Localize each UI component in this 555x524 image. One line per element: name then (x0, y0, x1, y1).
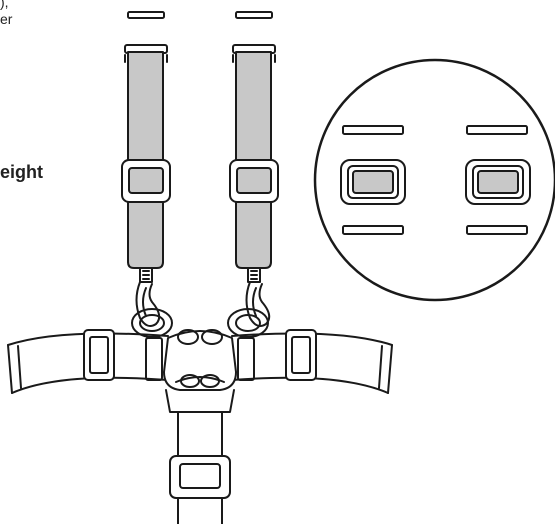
slide-adjuster-icon (83, 329, 115, 381)
text-fragment-top: ), (0, 0, 9, 10)
slot-icon (466, 125, 528, 135)
left-waist-strap (7, 329, 169, 394)
weight-heading-fragment: eight (0, 162, 43, 182)
left-strap-webbing (127, 51, 164, 263)
detail-zoom-circle (313, 58, 555, 302)
slot-icon (466, 225, 528, 235)
slide-adjuster-icon (465, 159, 531, 205)
strap-end-loop (235, 249, 272, 269)
hook-icon (245, 281, 271, 327)
strap-end-loop (127, 249, 164, 269)
right-strap-webbing (235, 51, 272, 263)
hook-icon (135, 281, 161, 327)
slot-icon (342, 125, 404, 135)
slide-adjuster-icon (340, 159, 406, 205)
buckle-icon (163, 329, 237, 391)
slot-icon (342, 225, 404, 235)
slide-adjuster-icon (285, 329, 317, 381)
crotch-strap (165, 389, 235, 524)
right-waist-strap (231, 329, 393, 394)
left-shoulder-strap (121, 44, 171, 327)
left-hook-ring (131, 308, 173, 338)
top-slot-right (235, 11, 273, 19)
text-fragment-middle: er (0, 11, 13, 27)
right-shoulder-strap (229, 44, 279, 327)
top-slot-left (127, 11, 165, 19)
